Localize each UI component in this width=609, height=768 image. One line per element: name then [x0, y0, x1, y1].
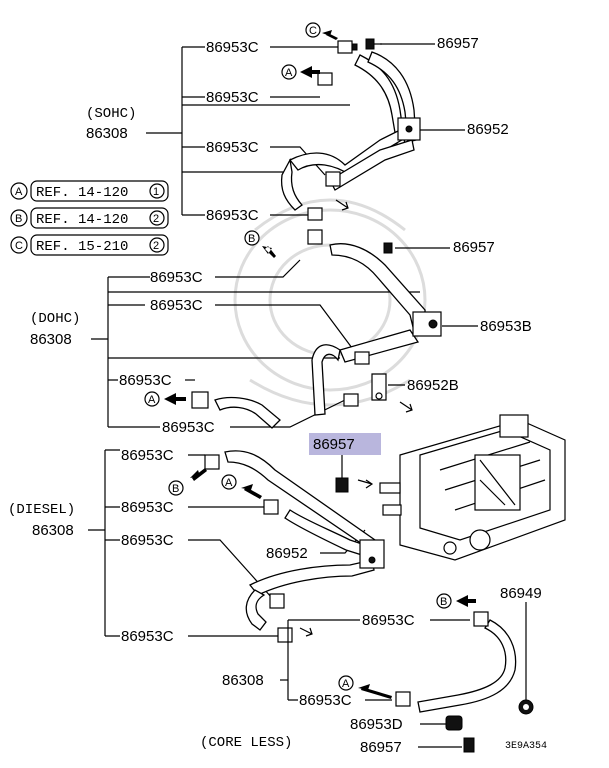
- label-86953c: 86953C: [150, 269, 203, 286]
- ref-marker-a: A: [144, 391, 186, 407]
- svg-text:2: 2: [153, 240, 159, 252]
- label-86952: 86952: [467, 121, 509, 138]
- svg-text:C: C: [15, 240, 23, 252]
- clamp-coreless-1: [473, 611, 489, 627]
- group-label-diesel: (DIESEL): [8, 502, 75, 518]
- label-86308: 86308: [32, 522, 74, 539]
- clamp-dohc-2: [343, 393, 359, 407]
- watermark-emblem: [233, 198, 427, 407]
- label-86953c: 86953C: [362, 612, 415, 629]
- label-86957: 86957: [453, 239, 495, 256]
- svg-text:A: A: [148, 394, 156, 406]
- label-86957: 86957: [360, 739, 402, 756]
- svg-text:A: A: [15, 186, 23, 198]
- svg-text:B: B: [15, 213, 22, 225]
- ref-a: A REF. 14-120 1: [10, 180, 169, 202]
- group-label-sohc: (SOHC): [86, 106, 136, 122]
- label-86953b: 86953B: [480, 318, 532, 335]
- clamp-sohc-1: [337, 40, 358, 54]
- label-86308: 86308: [86, 125, 128, 142]
- ref-marker-b: B: [436, 593, 476, 609]
- sohc-section: 86953C 86953C 86953C 86953C 86957 86952 …: [86, 22, 509, 224]
- svg-text:A: A: [342, 678, 350, 690]
- label-86953c: 86953C: [121, 447, 174, 464]
- ref-marker-a: A: [221, 474, 262, 499]
- heater-unit: [379, 414, 566, 561]
- label-86953d: 86953D: [350, 716, 403, 733]
- diesel-section: 86957 86953C 86953C 86953C 86953C 86952 …: [8, 414, 566, 645]
- ref-b: B REF. 14-120 2: [10, 207, 169, 229]
- clamp-diesel-1: [204, 454, 220, 470]
- svg-text:C: C: [309, 25, 317, 37]
- label-86953c: 86953C: [150, 297, 203, 314]
- label-86953c: 86953C: [119, 372, 172, 389]
- group-label-dohc: (DOHC): [30, 311, 80, 327]
- reference-legend: A REF. 14-120 1 B REF. 14-120 2 C REF. 1…: [10, 180, 169, 256]
- svg-text:REF. 15-210: REF. 15-210: [36, 239, 128, 255]
- label-86953c: 86953C: [121, 499, 174, 516]
- ref-marker-b: B: [168, 468, 207, 496]
- clamp-86953d: [445, 715, 463, 731]
- label-86953c: 86953C: [206, 139, 259, 156]
- clamp-coreless-2: [395, 691, 411, 707]
- clamp-diesel-2: [263, 499, 279, 515]
- label-86953c: 86953C: [121, 628, 174, 645]
- label-86953c: 86953C: [206, 207, 259, 224]
- screw-coreless: [463, 737, 475, 753]
- ref-marker-a: A: [338, 675, 392, 699]
- svg-text:A: A: [225, 477, 233, 489]
- core-less-section: 86953C 86953C 86949 86308 86953D 86957 (…: [200, 585, 547, 756]
- screw-diesel: [335, 477, 349, 493]
- label-86957-highlighted[interactable]: 86957: [313, 436, 355, 453]
- ref-marker-a: A: [281, 64, 320, 80]
- screw-sohc: [365, 38, 382, 50]
- clamp-sohc-2: [317, 72, 333, 86]
- ref-marker-b: B: [244, 230, 276, 258]
- label-86953c: 86953C: [121, 532, 174, 549]
- dohc-section: 86953C 86953C 86953C 86953C 86957 86953B…: [30, 229, 532, 436]
- svg-text:A: A: [285, 67, 293, 79]
- label-86953c: 86953C: [206, 89, 259, 106]
- svg-text:REF. 14-120: REF. 14-120: [36, 212, 128, 228]
- clamp-dohc-4: [307, 229, 323, 245]
- screw-dohc: [383, 242, 393, 254]
- group-label-core-less: (CORE LESS): [200, 735, 292, 751]
- svg-text:REF. 14-120: REF. 14-120: [36, 185, 128, 201]
- clamp-sohc-3: [325, 171, 341, 187]
- label-86953c: 86953C: [299, 692, 352, 709]
- label-86952b: 86952B: [407, 377, 459, 394]
- cap-86949: [518, 699, 534, 715]
- clamp-dohc-3: [191, 391, 209, 409]
- svg-text:1: 1: [153, 186, 159, 198]
- label-86953c: 86953C: [162, 419, 215, 436]
- label-86308: 86308: [222, 672, 264, 689]
- svg-text:B: B: [172, 483, 179, 495]
- label-86949: 86949: [500, 585, 542, 602]
- label-86957: 86957: [437, 35, 479, 52]
- ref-c: C REF. 15-210 2: [10, 234, 169, 256]
- svg-text:B: B: [440, 596, 447, 608]
- clamp-dohc-1: [354, 351, 370, 365]
- svg-text:2: 2: [153, 213, 159, 225]
- label-86953c: 86953C: [206, 39, 259, 56]
- highlight-86957: [309, 433, 381, 455]
- label-86952: 86952: [266, 545, 308, 562]
- clamp-diesel-3: [269, 593, 285, 609]
- clamp-diesel-4: [277, 627, 293, 643]
- diagram-code: 3E9A354: [505, 741, 547, 752]
- clamp-sohc-4: [307, 207, 323, 221]
- svg-text:B: B: [248, 233, 255, 245]
- ref-marker-c: C: [305, 22, 338, 40]
- label-86308: 86308: [30, 331, 72, 348]
